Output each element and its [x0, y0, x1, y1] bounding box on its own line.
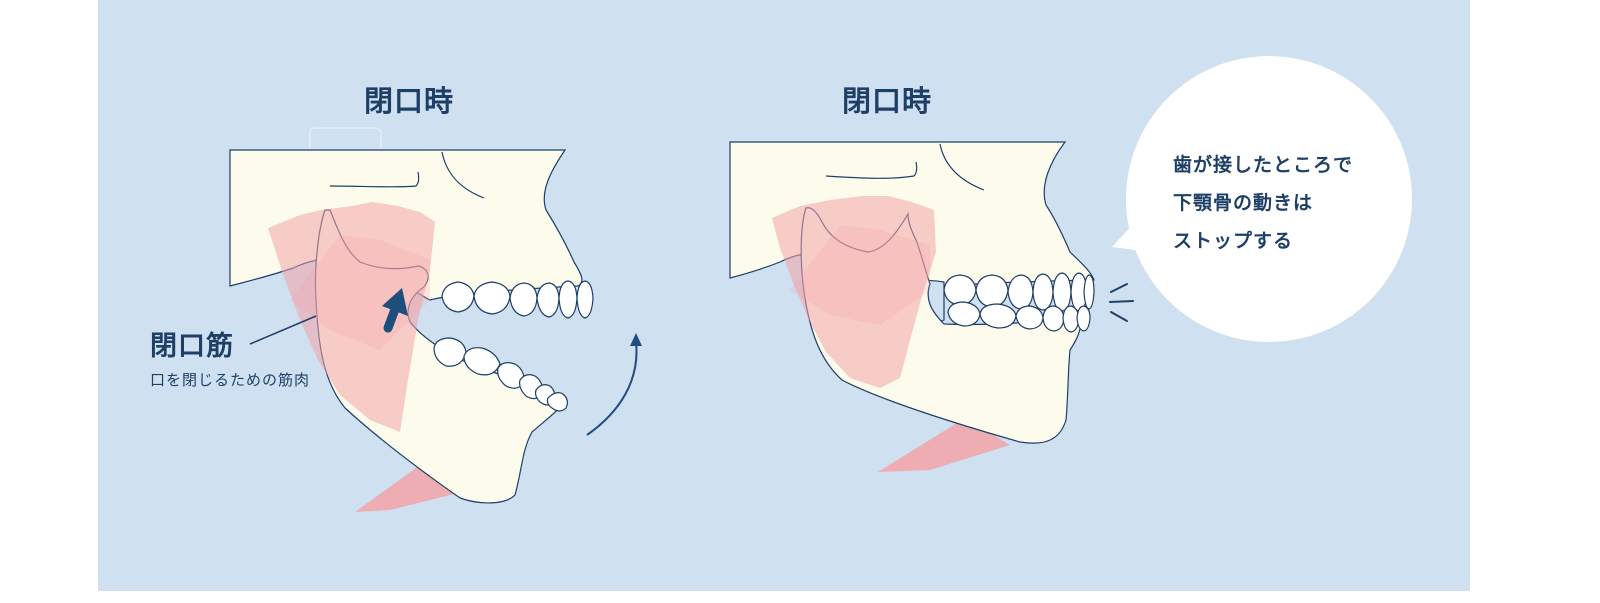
- muscle-description: 口を閉じるための筋肉: [150, 371, 311, 389]
- right-lower-teeth: [947, 301, 1091, 333]
- muscle-direction-arrow: [382, 288, 408, 333]
- right-jaw-figure: [729, 141, 1134, 472]
- muscle-leader-line: [249, 315, 317, 345]
- speech-bubble-line-2: 下顎骨の動きは: [1173, 192, 1314, 214]
- left-jaw-figure: [229, 127, 642, 512]
- right-neck-muscle: [878, 418, 1010, 472]
- closing-motion-arrow: [586, 333, 642, 436]
- speech-bubble-line-3: ストップする: [1173, 230, 1294, 252]
- right-panel-title: 閉口時: [842, 84, 933, 118]
- muscle-label: 閉口筋: [150, 331, 234, 362]
- right-masseter-muscle: [772, 196, 936, 388]
- impact-lines: [1109, 283, 1134, 322]
- left-upper-teeth: [441, 280, 594, 319]
- speech-bubble-line-1: 歯が接したところで: [1173, 154, 1354, 176]
- left-lower-teeth: [433, 337, 569, 412]
- right-upper-teeth: [943, 272, 1095, 312]
- left-panel-title: 閉口時: [364, 84, 455, 118]
- left-masseter-muscle: [268, 202, 435, 432]
- speech-bubble: [1112, 56, 1412, 342]
